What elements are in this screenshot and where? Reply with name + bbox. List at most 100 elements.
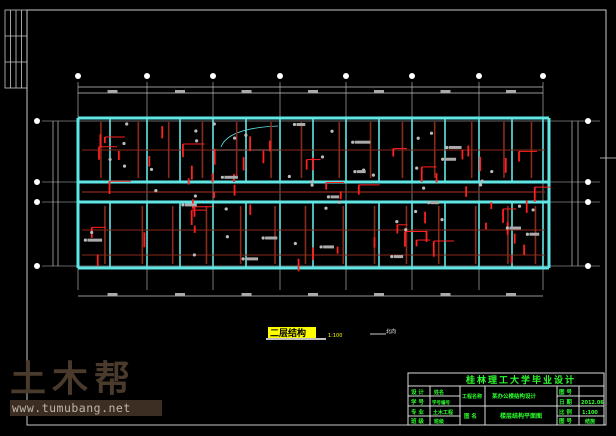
rebar-tag <box>440 218 444 222</box>
dimension-text <box>175 90 185 93</box>
rebar-label <box>87 238 103 242</box>
rebar-tag <box>505 226 509 230</box>
dimension-text <box>506 293 516 296</box>
dimension-text <box>440 90 451 93</box>
rebar-tag <box>122 141 126 146</box>
rebar-label <box>430 201 439 205</box>
rebar-tag <box>351 140 355 144</box>
rebar-label <box>224 175 238 179</box>
tb-right-label-1: 日 期 <box>559 398 572 406</box>
rebar-tag <box>480 179 484 183</box>
plan-title: 二层结构 <box>270 327 306 339</box>
rebar-label <box>184 203 197 207</box>
rebar-tag <box>478 183 483 187</box>
rebar-label <box>529 232 540 236</box>
grid-bubble-3 <box>210 73 216 79</box>
tb-label-class: 班 级 <box>411 417 424 425</box>
rebar-tag <box>149 167 154 172</box>
dimension-text <box>374 90 384 93</box>
rebar-tag <box>326 195 331 199</box>
rebar-tag <box>353 170 357 174</box>
rebar-tag <box>310 180 314 184</box>
rebar-tag <box>415 166 419 170</box>
rebar-tag <box>122 164 127 168</box>
dimension-text <box>107 293 118 296</box>
grid-bubble-right-A <box>585 118 591 124</box>
grid-bubble-right-C <box>585 199 591 205</box>
watermark: 土木帮 www.tumubang.net <box>10 360 162 416</box>
dimension-text <box>308 90 318 93</box>
rebar-tag <box>445 145 449 150</box>
rebar-tag <box>517 204 522 208</box>
dimension-text <box>374 293 384 296</box>
tb-right-value-1: 2012.06 <box>581 400 604 406</box>
rebar-tag <box>429 131 434 135</box>
drawing-frame <box>4 9 616 426</box>
floor-plan <box>76 116 551 272</box>
rebar-tag <box>525 232 529 236</box>
rebar-tag <box>192 253 196 257</box>
dimension-text <box>107 90 118 93</box>
rebar-tag <box>194 129 198 133</box>
rebar-tag <box>293 241 297 246</box>
rebar-label <box>330 195 340 199</box>
rebar-tag <box>371 173 375 177</box>
tb-label-id: 学 号 <box>411 398 424 406</box>
rebar-tag <box>422 186 426 190</box>
grid-bubble-2 <box>144 73 150 79</box>
border-inner <box>26 9 607 426</box>
tb-right-value-3: 结施 <box>585 418 595 425</box>
rebar-tag <box>310 183 314 187</box>
dimension-text <box>175 293 185 296</box>
rebar-tag <box>241 257 245 261</box>
dimension-text <box>506 90 516 93</box>
rebar-tag <box>224 207 228 211</box>
tb-project-label: 工程名称 <box>462 393 482 400</box>
title-block-header: 桂林理工大学毕业设计 <box>465 374 576 386</box>
rebar-label <box>356 170 366 174</box>
rebar-tag <box>416 136 420 140</box>
rebar-label <box>444 157 457 161</box>
tb-right-label-2: 比 例 <box>559 408 572 416</box>
tb-value-major: 土木工程 <box>433 409 453 416</box>
rebar-tag <box>83 238 87 242</box>
grid-bubble-right-D <box>585 263 591 269</box>
rebar-tag <box>395 219 399 224</box>
rebar-tag <box>404 228 408 232</box>
plan-labels: 二层结构 1:100 北向 <box>266 327 396 340</box>
plan-scale: 1:100 <box>328 333 342 339</box>
rebar-tag <box>225 235 229 239</box>
rebar-tag <box>287 174 291 179</box>
rebar-tag <box>531 208 535 212</box>
dimension-text <box>308 293 318 296</box>
tb-value-id: 学号编号 <box>432 399 450 406</box>
rebar-tag <box>193 194 197 198</box>
tb-value-designer: 姓名 <box>433 389 444 396</box>
rebar-tag <box>220 175 224 179</box>
rebar-label <box>245 257 259 261</box>
rebar-tag <box>244 133 248 137</box>
rebar-label <box>393 255 404 259</box>
rebar-tag <box>195 139 199 143</box>
tb-right-value-2: 1:100 <box>582 410 598 416</box>
watermark-url: www.tumubang.net <box>10 400 162 416</box>
tb-right-label-3: 图 号 <box>559 417 572 425</box>
rebar-tag <box>324 206 328 210</box>
rebar-tag <box>154 189 158 193</box>
rebar-label <box>448 145 462 149</box>
grid-bubble-right-B <box>585 179 591 185</box>
rebar-tag <box>292 122 297 127</box>
north-label: 北向 <box>386 328 396 335</box>
rebar-tag <box>390 254 394 259</box>
dimension-text <box>241 293 252 296</box>
rebar-tag <box>414 209 418 214</box>
rebar-tag <box>233 136 237 140</box>
dimension-text <box>241 90 252 93</box>
grid-bubble-left-D <box>34 263 40 269</box>
tb-label-major: 专 业 <box>411 408 424 416</box>
grid-axes <box>34 73 600 297</box>
grid-bubble-left-B <box>34 179 40 185</box>
rebar-tag <box>261 236 265 240</box>
